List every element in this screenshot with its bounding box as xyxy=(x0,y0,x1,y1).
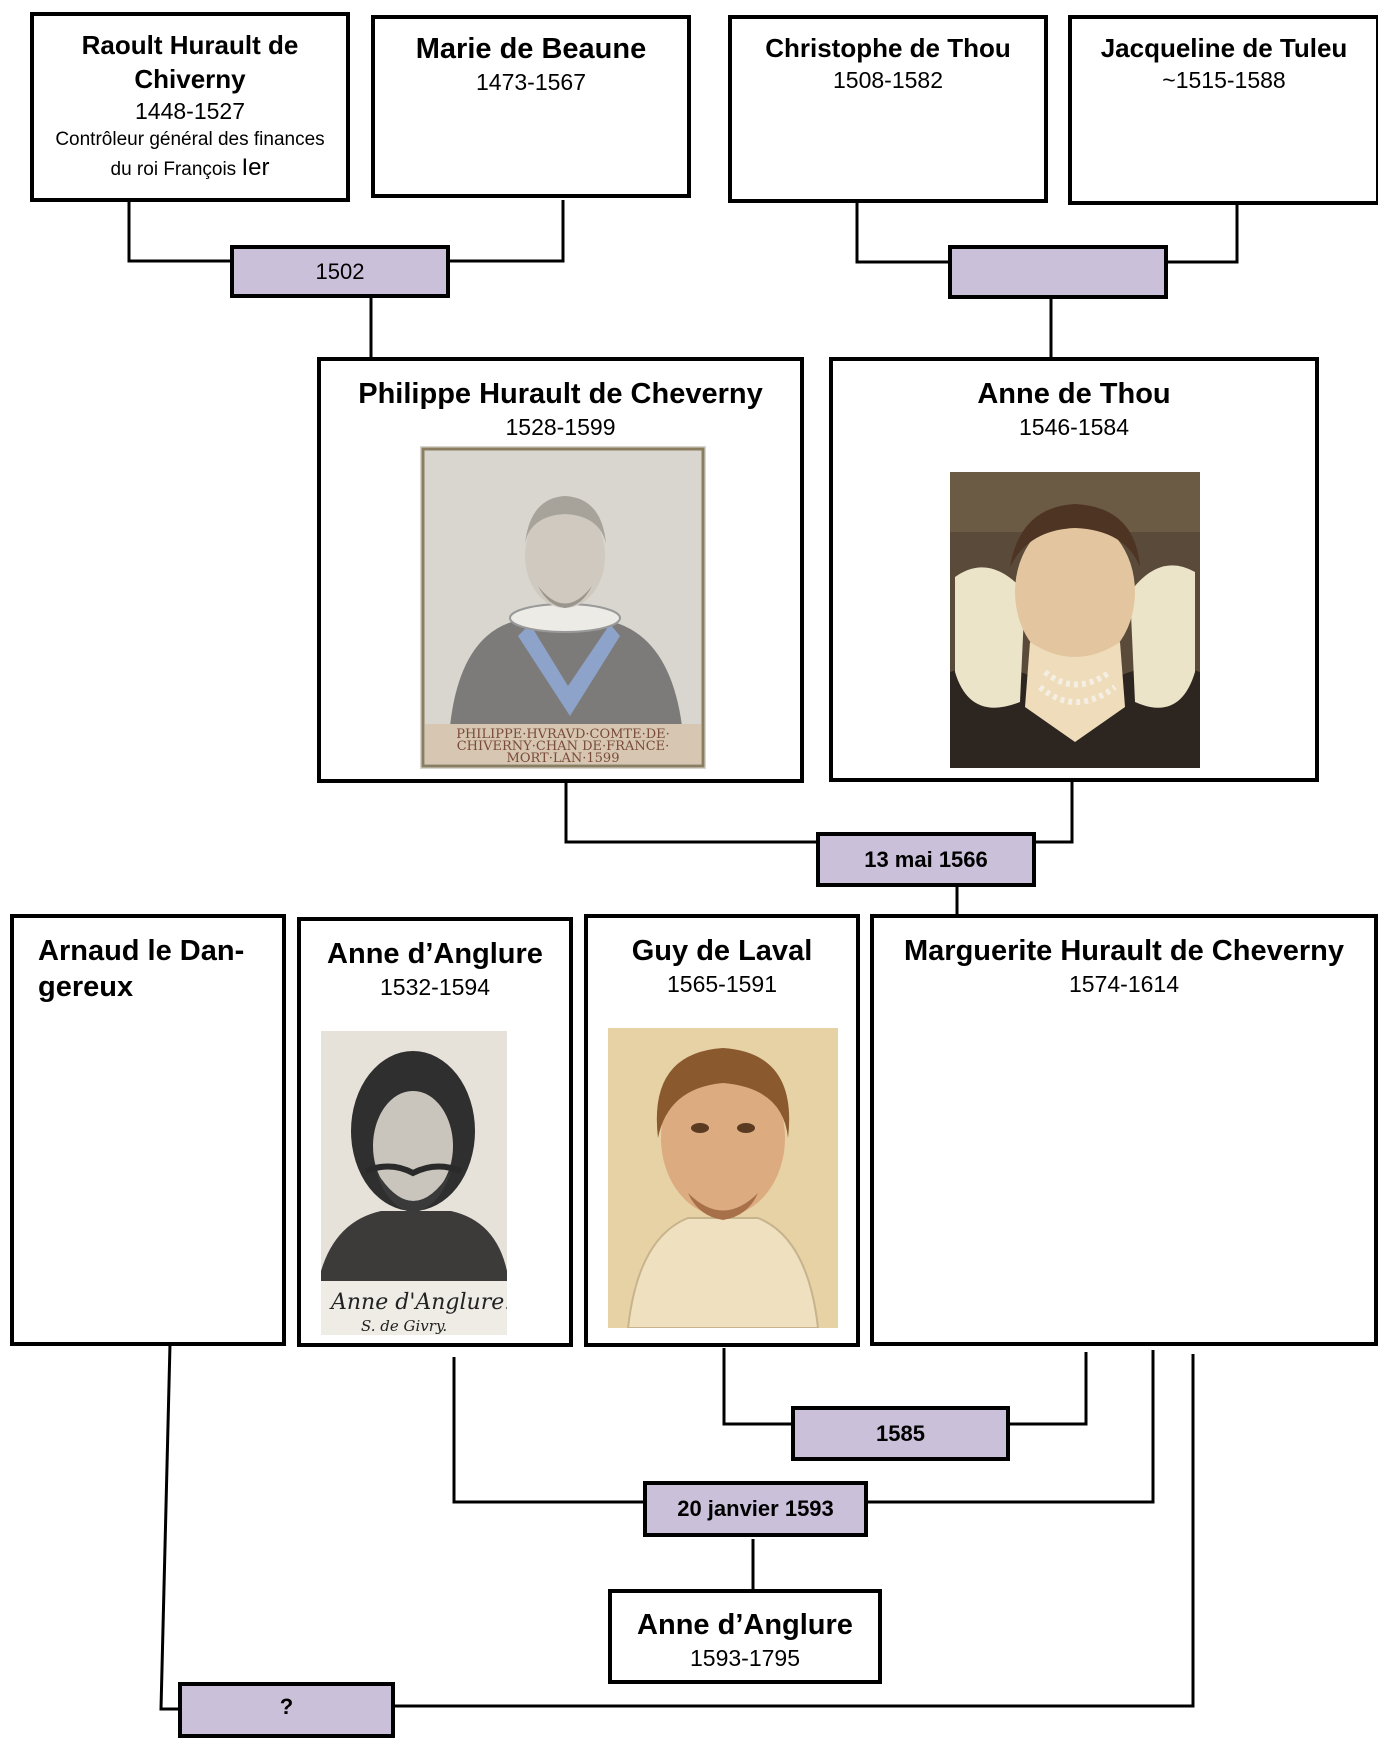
connector-line xyxy=(393,1354,1195,1708)
connector-line xyxy=(1034,781,1074,844)
person-name: Marguerite Hurault de Cheverny xyxy=(904,935,1344,967)
person-box-raoult: Raoult Hurault de Chiverny 1448-1527 Con… xyxy=(30,12,350,202)
person-box-guy: Guy de Laval 1565-1591 xyxy=(584,914,860,1347)
portrait-caption-line: PHILIPPE·HVRAVD·COMTE·DE· xyxy=(456,727,670,742)
person-name: Guy de Laval xyxy=(631,935,813,967)
connector-line xyxy=(866,1350,1155,1504)
person-name: Anne d’Anglure xyxy=(637,1609,853,1641)
person-box-arnaud: Arnaud le Dan-gereux xyxy=(10,914,286,1346)
person-box-anne-child: Anne d’Anglure 1593-1795 xyxy=(608,1589,882,1684)
connector-line xyxy=(452,1357,645,1504)
person-box-philippe: Philippe Hurault de Cheverny 1528-1599 P… xyxy=(317,357,804,783)
person-note-text: Contrôleur général des finances du roi F… xyxy=(55,129,325,180)
person-name: Arnaud le Dan-gereux xyxy=(38,935,245,1003)
person-note-suffix: Ier xyxy=(241,154,270,181)
person-box-anne-anglure: Anne d’Anglure 1532-1594 Anne d'Anglure.… xyxy=(297,917,573,1347)
person-dates: 1565-1591 xyxy=(667,971,777,997)
marriage-box-unknown: ? xyxy=(178,1682,395,1738)
portrait-caption-line: S. de Givry. xyxy=(361,1317,447,1335)
portrait-anne-thou xyxy=(950,472,1200,768)
connector-line xyxy=(564,781,818,844)
marriage-box-1585: 1585 xyxy=(791,1406,1010,1461)
person-dates: 1448-1527 xyxy=(135,98,245,124)
person-box-anne-thou: Anne de Thou 1546-1584 xyxy=(829,357,1319,782)
connector-line xyxy=(1008,1352,1088,1426)
marriage-box-1566: 13 mai 1566 xyxy=(816,832,1036,887)
person-box-marie: Marie de Beaune 1473-1567 xyxy=(371,15,691,198)
person-name: Marie de Beaune xyxy=(415,33,647,65)
marriage-box-thou xyxy=(948,245,1168,299)
person-dates: 1532-1594 xyxy=(380,974,490,1000)
person-note: Contrôleur général des finances du roi F… xyxy=(34,126,346,184)
person-dates: 1508-1582 xyxy=(833,67,943,93)
person-dates: 1473-1567 xyxy=(476,69,586,95)
connector-line xyxy=(159,1343,180,1711)
person-box-christophe: Christophe de Thou 1508-1582 xyxy=(728,15,1048,203)
portrait-caption-line: Anne d'Anglure. xyxy=(329,1290,507,1315)
person-name: Christophe de Thou xyxy=(765,33,1011,63)
portrait-anne-anglure: Anne d'Anglure. S. de Givry. xyxy=(321,1031,507,1335)
person-name: Anne d’Anglure xyxy=(327,938,543,970)
person-name: Anne de Thou xyxy=(977,378,1171,410)
portrait-philippe: PHILIPPE·HVRAVD·COMTE·DE· CHIVERNY·CHAN … xyxy=(420,446,706,769)
person-dates: 1546-1584 xyxy=(1019,414,1129,440)
portrait-guy xyxy=(608,1028,838,1328)
person-dates: 1574-1614 xyxy=(1069,971,1179,997)
person-name: Raoult Hurault de Chiverny xyxy=(81,30,299,94)
person-name: Jacqueline de Tuleu xyxy=(1100,33,1348,63)
person-name: Philippe Hurault de Cheverny xyxy=(358,378,763,410)
portrait-caption-line: CHIVERNY·CHAN DE·FRANCE· xyxy=(457,739,670,754)
connector-line xyxy=(448,200,565,263)
connector-line xyxy=(1166,203,1239,264)
person-dates: 1593-1795 xyxy=(690,1645,800,1671)
person-dates: ~1515-1588 xyxy=(1162,67,1286,93)
marriage-box-1502: 1502 xyxy=(230,245,450,298)
person-box-marguerite: Marguerite Hurault de Cheverny 1574-1614 xyxy=(870,914,1378,1346)
portrait-caption-line: MORT·LAN·1599 xyxy=(507,751,620,766)
marriage-box-1593: 20 janvier 1593 xyxy=(643,1481,868,1537)
connector-line xyxy=(855,203,950,264)
person-box-jacqueline: Jacqueline de Tuleu ~1515-1588 xyxy=(1068,15,1378,205)
connector-line xyxy=(127,200,232,263)
connector-line xyxy=(722,1348,793,1426)
person-dates: 1528-1599 xyxy=(505,414,616,440)
